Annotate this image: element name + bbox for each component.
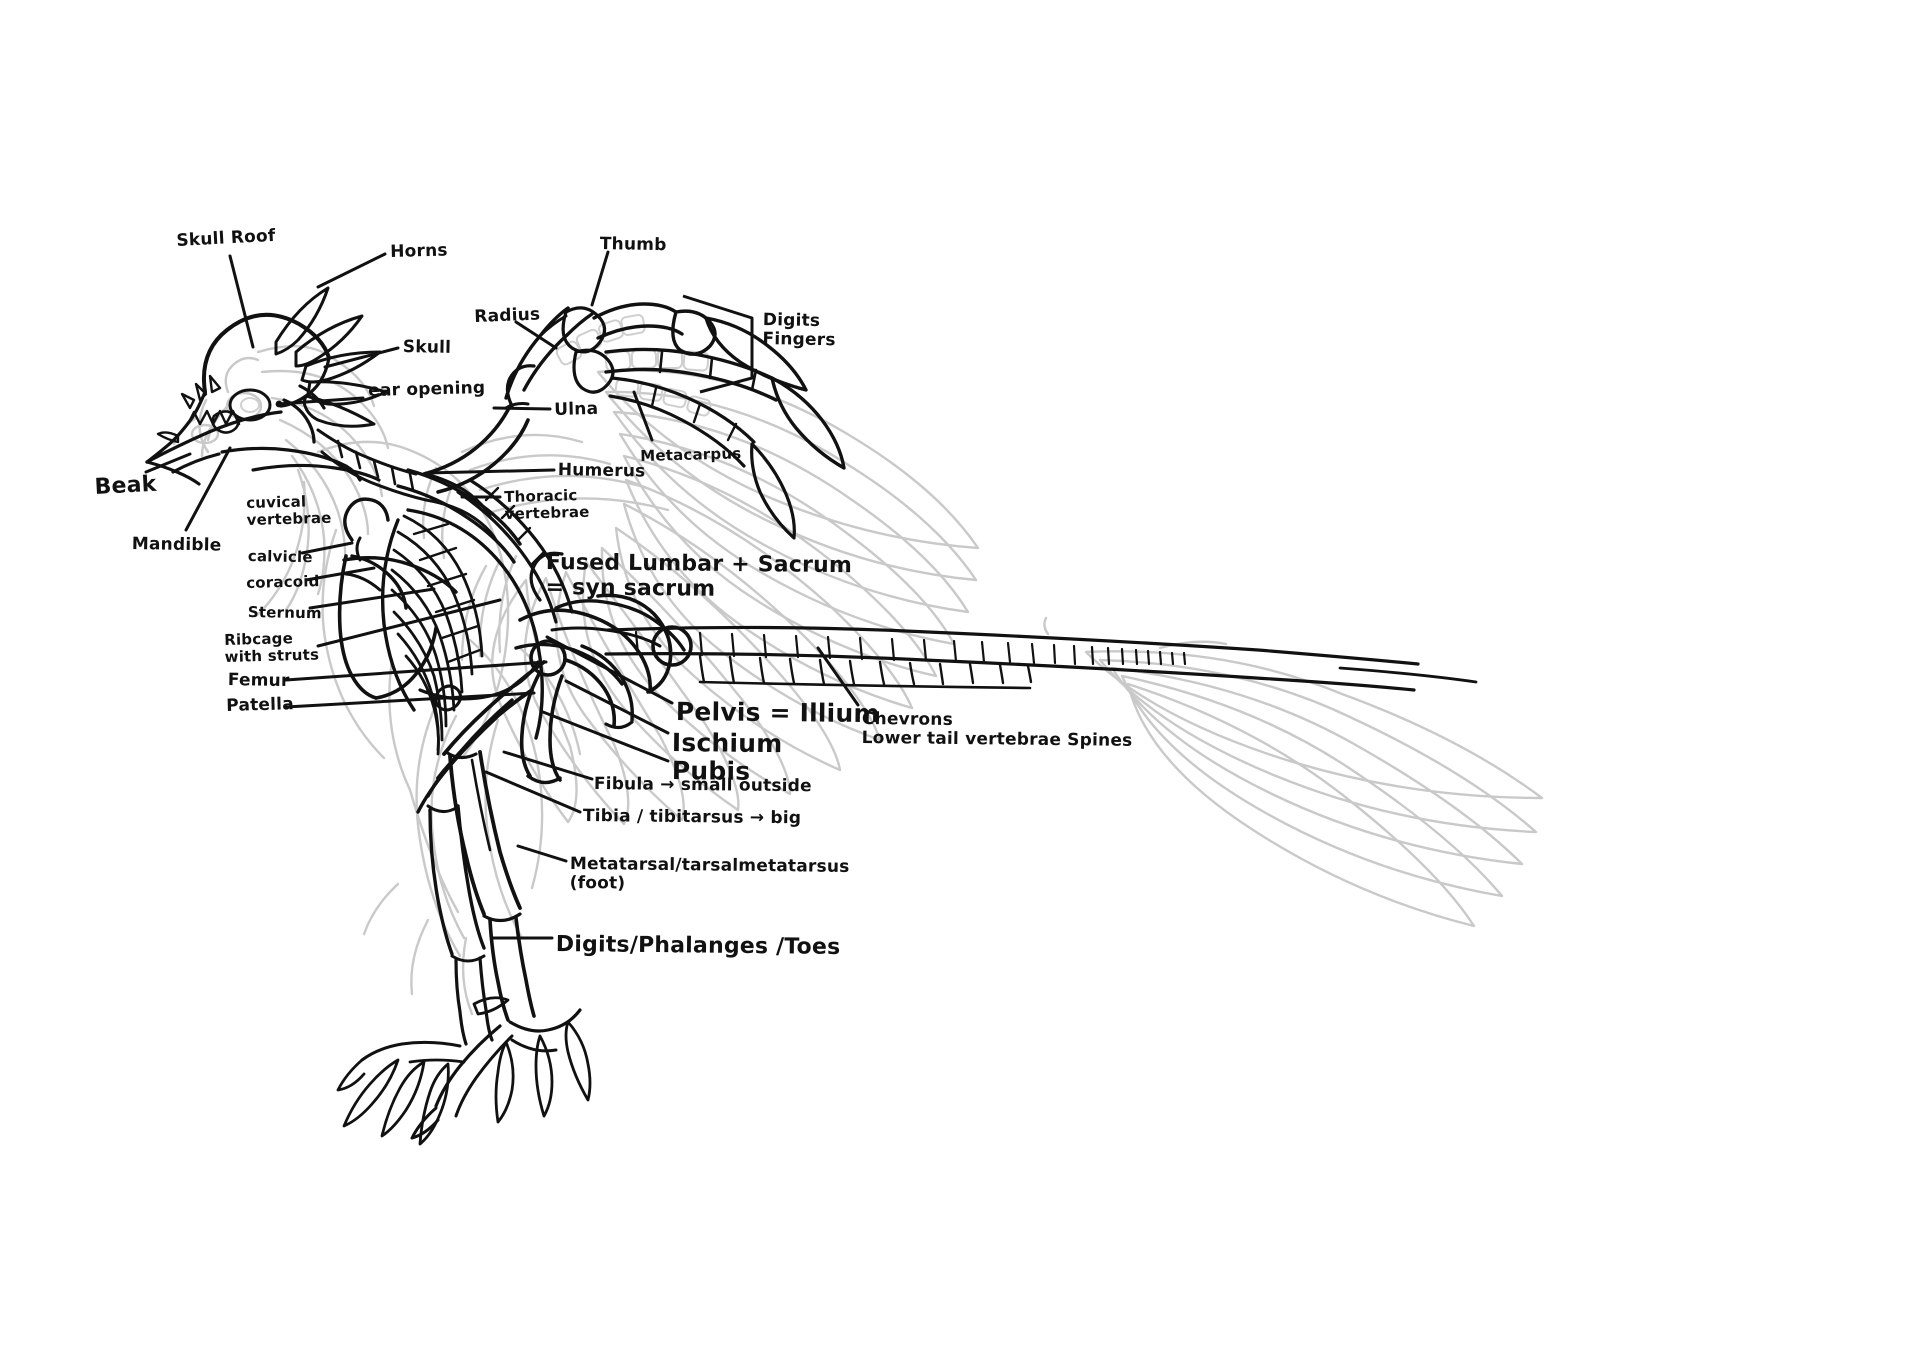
leader-line-layer bbox=[144, 250, 860, 940]
label-horns: Horns bbox=[389, 240, 448, 262]
leader-metatarsal bbox=[516, 844, 568, 863]
label-mandible: Mandible bbox=[131, 534, 222, 556]
leader-ribcage bbox=[316, 598, 502, 648]
ghost-feather-layer bbox=[172, 314, 1544, 1016]
leader-patella bbox=[284, 691, 536, 709]
label-thumb: Thumb bbox=[599, 234, 667, 256]
label-cervical: cuvical vertebrae bbox=[245, 492, 332, 529]
leader-horns bbox=[316, 252, 387, 289]
label-femur: Femur bbox=[227, 670, 290, 692]
label-radius: Radius bbox=[473, 304, 541, 327]
label-digits-toes: Digits/Phalanges /Toes bbox=[555, 932, 841, 960]
leader-pelvis bbox=[545, 635, 674, 705]
label-clavicle: calvicle bbox=[247, 547, 313, 567]
label-sternum: Sternum bbox=[247, 603, 322, 623]
label-chevrons: Chevrons Lower tail vertebrae Spines bbox=[861, 709, 1133, 751]
label-metatarsal: Metatarsal/tarsalmetatarsus (foot) bbox=[569, 854, 850, 894]
leader-femur bbox=[284, 660, 548, 682]
leader-pubis bbox=[541, 710, 670, 763]
leader-coracoid bbox=[304, 566, 376, 582]
skeleton-ink-layer bbox=[145, 286, 1478, 1146]
leader-metacarpus bbox=[632, 390, 654, 442]
leader-humerus bbox=[424, 468, 556, 475]
label-skull: Skull bbox=[402, 337, 452, 358]
label-tibia: Tibia / tibitarsus → big bbox=[582, 806, 802, 829]
leader-skull-roof bbox=[228, 254, 255, 349]
digits-fingers-bracket bbox=[682, 294, 754, 394]
label-ischium: Ischium bbox=[671, 728, 783, 759]
leader-radius bbox=[514, 320, 558, 350]
label-synsacrum: Fused Lumbar + Sacrum = syn sacrum bbox=[545, 550, 853, 602]
leader-ear bbox=[276, 396, 365, 406]
label-digits-fingers: Digits Fingers bbox=[762, 310, 836, 351]
leader-tibia bbox=[484, 770, 582, 814]
leader-ulna bbox=[492, 406, 552, 411]
label-beak: Beak bbox=[93, 471, 158, 500]
leader-mandible bbox=[184, 446, 232, 532]
leader-skull bbox=[323, 346, 400, 369]
leader-sternum bbox=[308, 587, 436, 610]
leader-fibula bbox=[502, 750, 594, 781]
leader-thumb bbox=[590, 250, 610, 307]
label-pelvis-ilium: Pelvis = Illium bbox=[675, 697, 880, 729]
leader-chevrons bbox=[816, 646, 860, 707]
label-coracoid: coracoid bbox=[245, 572, 320, 592]
label-metacarpus: Metacarpus bbox=[639, 444, 742, 465]
label-ulna: Ulna bbox=[553, 398, 599, 420]
label-fibula: Fibula → small outside bbox=[593, 774, 812, 797]
label-humerus: Humerus bbox=[557, 460, 646, 482]
label-thoracic: Thoracic vertebrae bbox=[503, 486, 590, 523]
label-ribcage: Ribcage with struts bbox=[223, 629, 320, 666]
leader-ischium bbox=[564, 679, 670, 735]
label-patella: Patella bbox=[225, 694, 295, 716]
label-ear-opening: ear opening bbox=[367, 377, 486, 401]
leader-beak bbox=[144, 452, 192, 474]
leader-clavicle bbox=[300, 541, 354, 555]
